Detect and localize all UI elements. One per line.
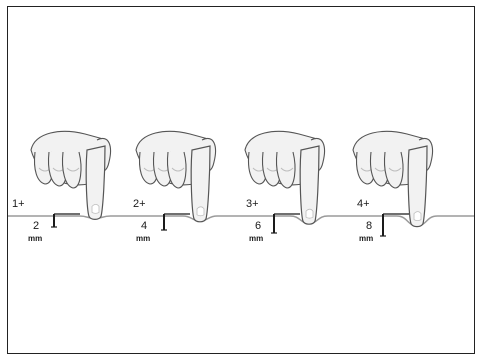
fingernail (196, 206, 205, 217)
fingernail (413, 211, 422, 221)
depth-value: 6 (255, 220, 261, 232)
depth-bracket (380, 213, 409, 237)
depth-unit: mm (28, 234, 42, 243)
depth-value: 8 (366, 220, 372, 232)
fingernail (91, 204, 100, 214)
knuckle-shade (388, 167, 402, 172)
hand-illustration (135, 130, 217, 223)
depth-unit: mm (136, 234, 150, 243)
curled-finger (166, 151, 187, 189)
knuckle-shade (171, 167, 185, 172)
hand-illustration (244, 130, 326, 225)
hand-illustration (30, 130, 112, 220)
index-finger (190, 145, 211, 223)
depth-unit: mm (249, 234, 263, 243)
knuckle-shade (66, 167, 80, 172)
index-finger (299, 145, 320, 225)
depth-bracket (51, 213, 80, 228)
depth-unit: mm (359, 234, 373, 243)
depth-value: 2 (33, 220, 39, 232)
curled-finger (275, 151, 296, 189)
grade-panel-3: 3+ 6 mm (244, 130, 326, 243)
grade-label: 2+ (133, 198, 146, 210)
curled-finger (383, 151, 404, 189)
grade-label: 1+ (12, 198, 25, 210)
grade-label: 3+ (246, 198, 259, 210)
curled-finger (61, 151, 82, 189)
depth-bracket (271, 213, 300, 234)
grade-panel-4: 4+ 8 mm (352, 130, 434, 243)
grade-label: 4+ (357, 198, 370, 210)
grade-panel-2: 2+ 4 mm (133, 130, 217, 243)
fingernail (305, 208, 314, 219)
index-finger (407, 145, 428, 228)
knuckle-shade (280, 167, 294, 172)
index-finger (85, 145, 106, 220)
depth-bracket (161, 213, 190, 231)
grade-panel-1: 1+ 2 mm (12, 130, 112, 243)
depth-value: 4 (141, 220, 147, 232)
hand-illustration (352, 130, 434, 228)
